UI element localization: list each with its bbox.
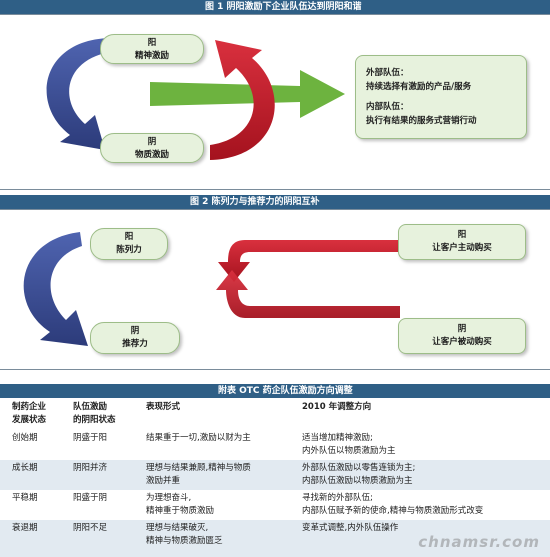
internal-team-heading: 内部队伍： bbox=[366, 102, 409, 112]
active-purchase-box: 阳 让客户主动购买 bbox=[398, 224, 526, 260]
table-row: 衰退期 阴阳不足 理想与结果破灭, 精神与物质激励匮乏 变革式调整,内外队伍操作 bbox=[0, 520, 550, 557]
yin-label: 阴 bbox=[147, 137, 157, 147]
table-row: 成长期 阴阳并济 理想与结果兼顾,精神与物质 激励并重 外部队伍激励以零售连锁为… bbox=[0, 460, 550, 490]
row-form: 理想与结果破灭, 精神与物质激励匮乏 bbox=[146, 522, 223, 548]
row-adjustment: 外部队伍激励以零售连锁为主; 内部队伍激励以物质激励为主 bbox=[302, 462, 415, 488]
header-stage-line2: 发展状态 bbox=[12, 415, 47, 425]
header-yinyang-line2: 的阴阳状态 bbox=[73, 415, 116, 425]
yang-label: 阳 bbox=[147, 38, 157, 48]
external-team-heading: 外部队伍： bbox=[366, 68, 409, 78]
row-form-line: 激励并重 bbox=[146, 476, 181, 486]
yang-label-2: 阳 bbox=[124, 232, 134, 242]
material-incentive-label: 物质激励 bbox=[134, 150, 169, 160]
yang-label-3: 阳 bbox=[457, 230, 467, 240]
row-yinyang: 阴阳不足 bbox=[73, 523, 108, 533]
incentive-table: 制药企业 发展状态 队伍激励 的阴阳状态 表现形式 2010 年调整方向 创始期… bbox=[0, 398, 550, 557]
figure2-panel bbox=[0, 209, 550, 370]
row-adjustment: 寻找新的外部队伍; 内部队伍赋予新的使命,精神与物质激励形式改变 bbox=[302, 492, 483, 518]
yin-label-3: 阴 bbox=[457, 324, 467, 334]
external-team-text: 持续选择有激励的产品/服务 bbox=[366, 82, 472, 92]
green-arrow-right bbox=[150, 70, 345, 118]
header-adjustment: 2010 年调整方向 bbox=[302, 402, 372, 412]
row-adjustment-line: 内部队伍激励以物质激励为主 bbox=[302, 476, 413, 486]
figure1-panel bbox=[0, 14, 550, 190]
figure2-title: 图 2 陈列力与推荐力的阴阳互补 bbox=[190, 197, 320, 207]
table-header-row: 制药企业 发展状态 队伍激励 的阴阳状态 表现形式 2010 年调整方向 bbox=[0, 398, 550, 430]
header-yinyang: 队伍激励 的阴阳状态 bbox=[73, 401, 116, 427]
figure2-arrows bbox=[23, 232, 400, 346]
team-outcome-box: 外部队伍： 持续选择有激励的产品/服务 内部队伍： 执行有结果的服务式营销行动 bbox=[355, 55, 527, 139]
watermark: chnamsr.com bbox=[418, 533, 540, 551]
row-yinyang: 阴盛于阳 bbox=[73, 433, 108, 443]
table-row: 创始期 阴盛于阳 结果重于一切,激励以财为主 适当增加精神激励; 内外队伍以物质… bbox=[0, 430, 550, 460]
recommend-power-label: 推荐力 bbox=[122, 339, 148, 349]
figure1-title: 图 1 阴阳激励下企业队伍达到阴阳和谐 bbox=[205, 2, 362, 12]
yin-label-2: 阴 bbox=[130, 326, 140, 336]
spiritual-incentive-label: 精神激励 bbox=[134, 51, 169, 61]
yang-display-power-box: 阳 陈列力 bbox=[90, 228, 168, 260]
table-title-bar: 附表 OTC 药企队伍激励方向调整 bbox=[0, 384, 550, 398]
row-form-line: 精神与物质激励匮乏 bbox=[146, 536, 223, 546]
figure2-title-bar: 图 2 陈列力与推荐力的阴阳互补 bbox=[0, 195, 550, 209]
header-stage-line1: 制药企业 bbox=[12, 402, 47, 412]
row-stage: 成长期 bbox=[12, 463, 38, 473]
yin-material-incentive-box: 阴 物质激励 bbox=[100, 133, 204, 163]
display-power-label: 陈列力 bbox=[116, 245, 142, 255]
row-stage: 平稳期 bbox=[12, 493, 38, 503]
red-curve-arrow bbox=[210, 40, 275, 160]
figure1-arrows bbox=[46, 38, 345, 160]
header-yinyang-line1: 队伍激励 bbox=[73, 402, 108, 412]
internal-team-text: 执行有结果的服务式营销行动 bbox=[366, 116, 477, 126]
figure1-title-bar: 图 1 阴阳激励下企业队伍达到阴阳和谐 bbox=[0, 0, 550, 14]
row-adjustment-line: 外部队伍激励以零售连锁为主; bbox=[302, 463, 416, 473]
row-form-line: 精神重于物质激励 bbox=[146, 506, 215, 516]
row-adjustment: 适当增加精神激励; 内外队伍以物质激励为主 bbox=[302, 432, 396, 458]
table-row: 平稳期 阳盛于阴 为理想奋斗, 精神重于物质激励 寻找新的外部队伍; 内部队伍赋… bbox=[0, 490, 550, 520]
header-stage: 制药企业 发展状态 bbox=[12, 401, 46, 427]
row-form: 为理想奋斗, 精神重于物质激励 bbox=[146, 492, 214, 518]
active-purchase-label: 让客户主动购买 bbox=[432, 243, 492, 253]
red-arrow-lower bbox=[216, 270, 400, 318]
yin-recommend-power-box: 阴 推荐力 bbox=[90, 322, 180, 354]
row-adjustment-line: 寻找新的外部队伍; bbox=[302, 493, 373, 503]
yang-spiritual-incentive-box: 阳 精神激励 bbox=[100, 34, 204, 64]
row-form-line: 为理想奋斗, bbox=[146, 493, 192, 503]
row-yinyang: 阳盛于阴 bbox=[73, 493, 108, 503]
row-form: 理想与结果兼顾,精神与物质 激励并重 bbox=[146, 462, 251, 488]
header-form: 表现形式 bbox=[146, 402, 181, 412]
row-stage: 创始期 bbox=[12, 433, 38, 443]
row-adjustment-line: 内外队伍以物质激励为主 bbox=[302, 446, 396, 456]
red-arrow-upper bbox=[218, 240, 400, 282]
row-form: 结果重于一切,激励以财为主 bbox=[146, 433, 251, 443]
row-adjustment-line: 内部队伍赋予新的使命,精神与物质激励形式改变 bbox=[302, 506, 484, 516]
passive-purchase-label: 让客户被动购买 bbox=[432, 337, 492, 347]
row-form-line: 理想与结果破灭, bbox=[146, 523, 209, 533]
row-stage: 衰退期 bbox=[12, 523, 38, 533]
table-title: 附表 OTC 药企队伍激励方向调整 bbox=[218, 386, 353, 396]
row-yinyang: 阴阳并济 bbox=[73, 463, 108, 473]
row-adjustment: 变革式调整,内外队伍操作 bbox=[302, 523, 399, 533]
passive-purchase-box: 阴 让客户被动购买 bbox=[398, 318, 526, 354]
blue-curve-arrow bbox=[46, 38, 110, 150]
blue-curve-arrow-2 bbox=[23, 232, 88, 346]
row-adjustment-line: 适当增加精神激励; bbox=[302, 433, 373, 443]
row-form-line: 理想与结果兼顾,精神与物质 bbox=[146, 463, 251, 473]
